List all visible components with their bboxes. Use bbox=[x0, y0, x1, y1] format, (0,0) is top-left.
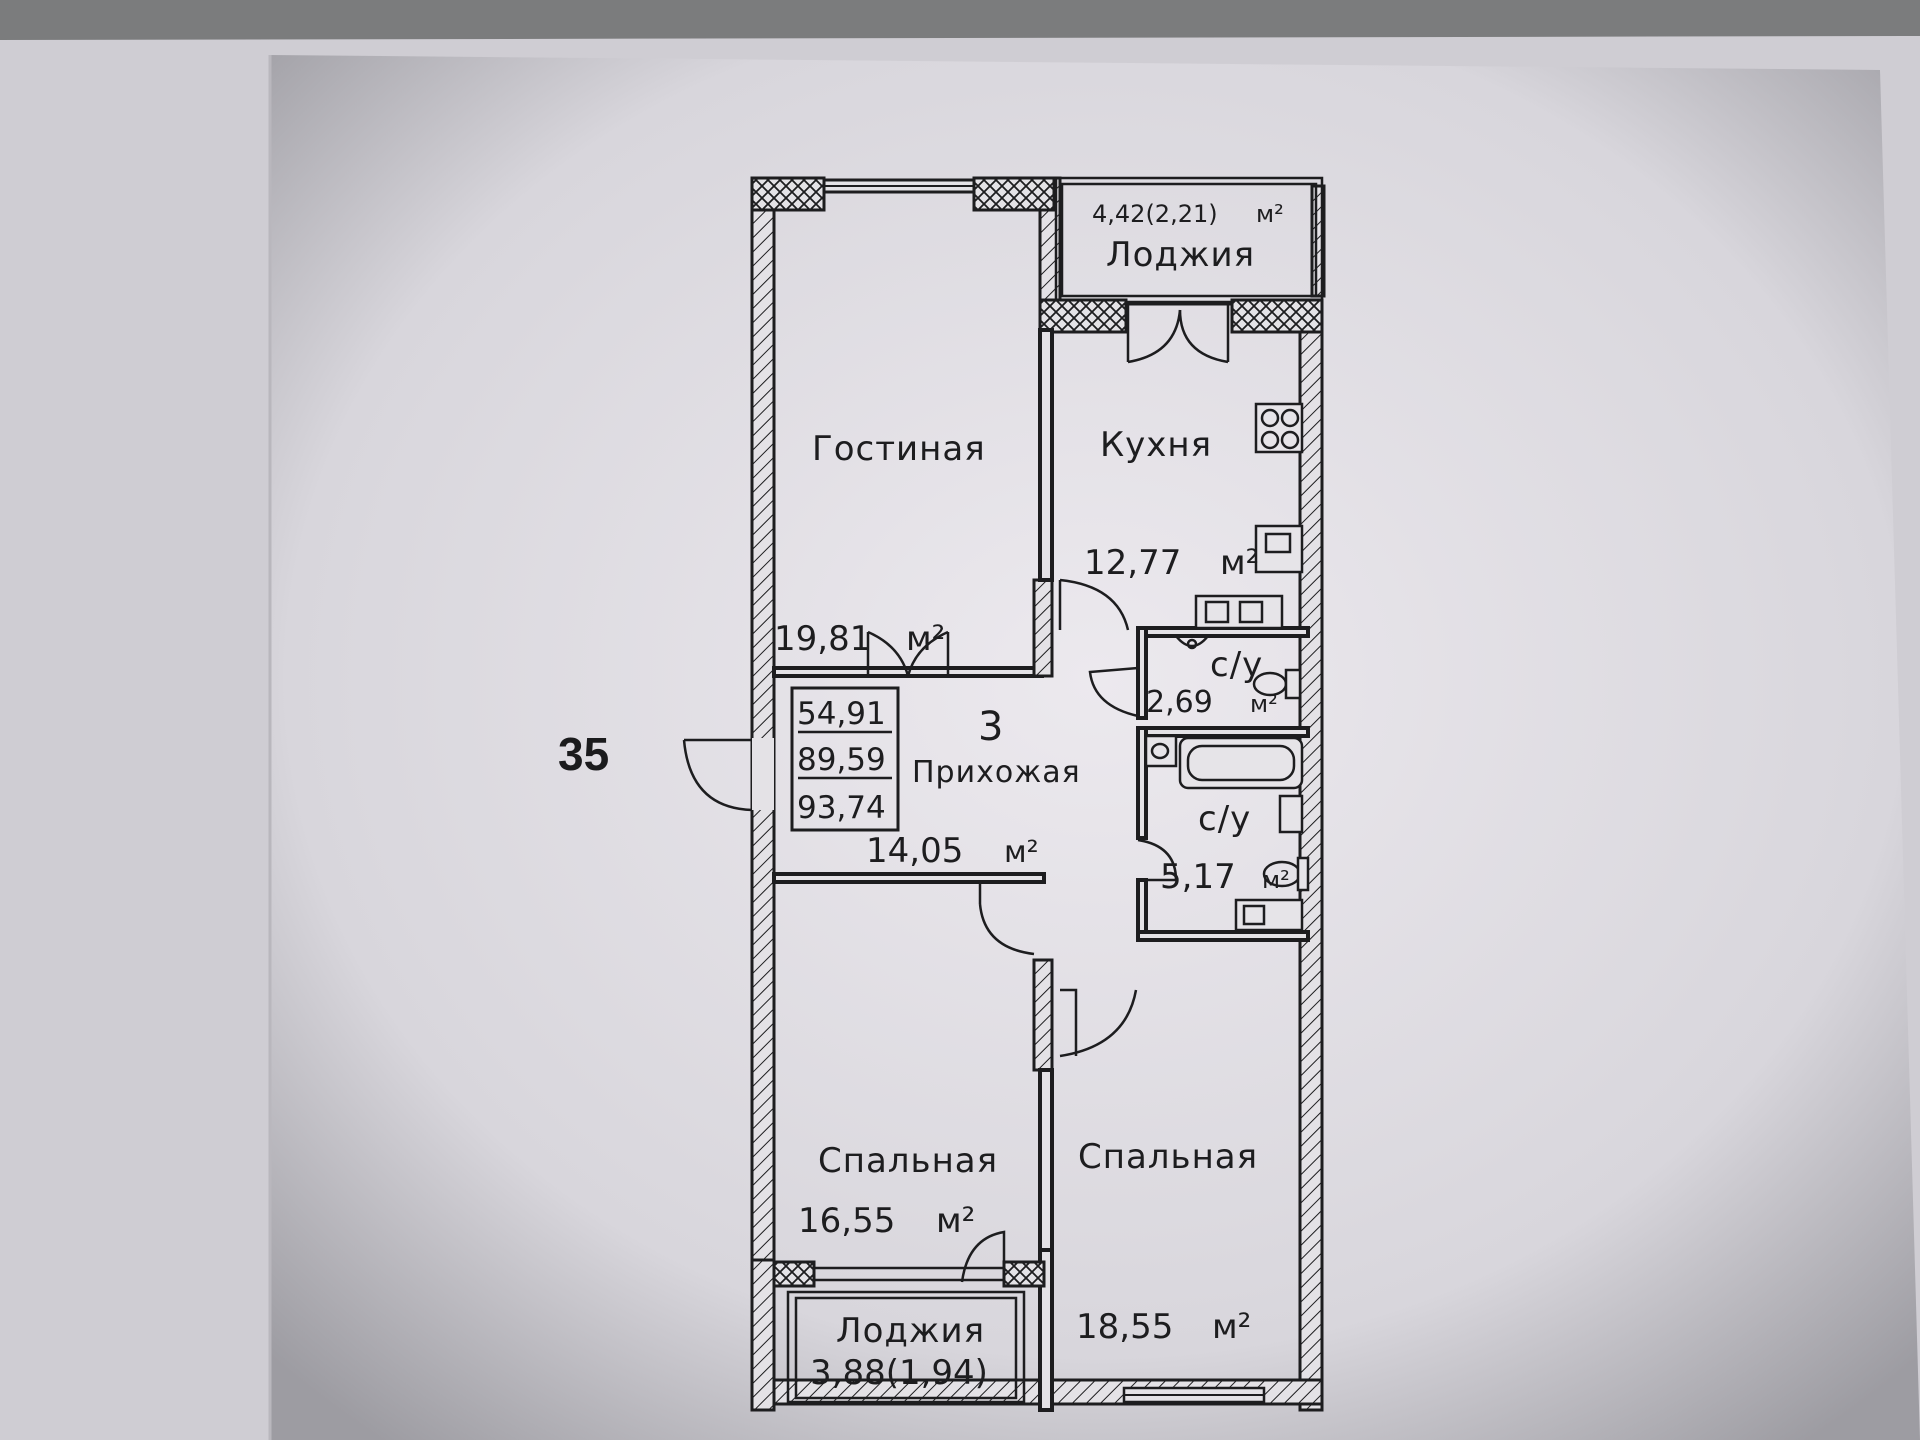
loggia-bottom-name: Лоджия bbox=[836, 1311, 985, 1351]
hallway-name: Прихожая bbox=[912, 755, 1081, 790]
area-totals-box bbox=[790, 686, 900, 832]
loggia-top-area: 4,42(2,21) bbox=[1092, 200, 1218, 228]
bedroom-left-unit: м² bbox=[936, 1201, 975, 1241]
bedroom-left-name: Спальная bbox=[818, 1141, 998, 1181]
bedroom-right-area: 18,55 bbox=[1076, 1307, 1173, 1347]
kitchen-name: Кухня bbox=[1100, 425, 1212, 465]
loggia-top-structure bbox=[1038, 176, 1324, 364]
living-room-area: 19,81 bbox=[774, 619, 871, 659]
kitchen-fixtures bbox=[1194, 402, 1304, 630]
bathroom-small-area: 2,69 bbox=[1146, 685, 1213, 720]
total-area-with-loggias: 93,74 bbox=[797, 790, 886, 826]
loggia-bottom-structure bbox=[772, 1260, 1266, 1404]
hallway-unit: м² bbox=[1004, 835, 1039, 870]
entrance-door bbox=[682, 738, 774, 812]
living-room-unit: м² bbox=[906, 619, 945, 659]
interior-doors bbox=[866, 578, 1178, 1283]
kitchen-area: 12,77 bbox=[1084, 543, 1181, 583]
bathroom-small-name: с/у bbox=[1210, 645, 1263, 685]
bathroom-small-unit: м² bbox=[1250, 690, 1278, 718]
loggia-top-name: Лоджия bbox=[1106, 235, 1255, 275]
total-area-living: 54,91 bbox=[797, 696, 886, 732]
total-area-apartment: 89,59 bbox=[797, 742, 886, 778]
rooms-count: 3 bbox=[978, 704, 1003, 750]
living-room-name: Гостиная bbox=[812, 429, 986, 469]
apartment-number: 35 bbox=[558, 728, 609, 780]
bedroom-right-unit: м² bbox=[1212, 1307, 1251, 1347]
kitchen-unit: м² bbox=[1220, 543, 1259, 583]
paper-sheet bbox=[270, 55, 1920, 1440]
hallway-area: 14,05 bbox=[866, 831, 963, 871]
bathroom-large-name: с/у bbox=[1198, 799, 1251, 839]
bedroom-left-area: 16,55 bbox=[798, 1201, 895, 1241]
bathroom-large-area: 5,17 bbox=[1160, 857, 1236, 897]
bathroom-large-unit: м² bbox=[1262, 866, 1290, 894]
bedroom-right-name: Спальная bbox=[1078, 1137, 1258, 1177]
top-wall bbox=[750, 176, 1056, 212]
loggia-bottom-area: 3,88(1,94) bbox=[810, 1353, 988, 1393]
loggia-top-unit: м² bbox=[1256, 200, 1284, 228]
bathroom-fixtures bbox=[1144, 635, 1310, 932]
